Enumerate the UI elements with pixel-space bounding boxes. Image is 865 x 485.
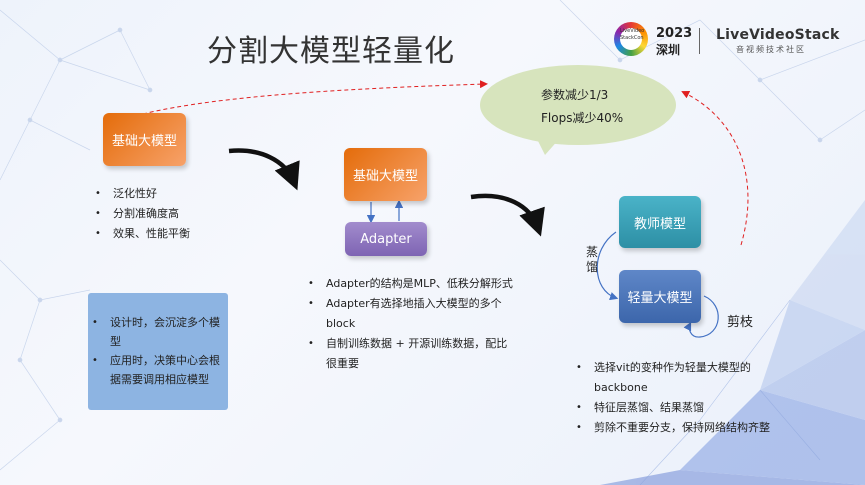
logo-badge-text: LiveVideo StackCon <box>620 28 644 50</box>
logo-divider <box>699 28 700 54</box>
prune-arrow <box>683 295 719 338</box>
flow-arrow-2 <box>470 193 545 237</box>
stage2-bullet: Adapter的结构是MLP、低秩分解形式 <box>304 274 514 294</box>
light-model-box: 轻量大模型 <box>619 270 701 323</box>
cloud-line-2: Flops减少40% <box>541 111 624 125</box>
stage3-bullet: 特征层蒸馏、结果蒸馏 <box>572 398 772 418</box>
dashed-arrow-left <box>142 80 488 115</box>
adapter-box: Adapter <box>345 222 427 256</box>
logo-brand: LiveVideoStack <box>716 27 840 43</box>
stage1-bullet: 泛化性好 <box>91 184 261 204</box>
stage3-bullet: 选择vit的变种作为轻量大模型的backbone <box>572 358 772 398</box>
flow-arrow-1 <box>228 148 300 191</box>
note-bullet: 设计时，会沉淀多个模型 <box>88 313 220 351</box>
stage2-base-model-box: 基础大模型 <box>344 148 427 201</box>
design-note-box: 设计时，会沉淀多个模型 应用时，决策中心会根据需要调用相应模型 <box>88 293 228 410</box>
dashed-arrow-right <box>681 91 749 246</box>
stage3-bullets: 选择vit的变种作为轻量大模型的backbone 特征层蒸馏、结果蒸馏 剪除不重… <box>572 358 772 438</box>
prune-label: 剪枝 <box>727 315 754 330</box>
note-bullets: 设计时，会沉淀多个模型 应用时，决策中心会根据需要调用相应模型 <box>88 293 228 389</box>
logo-subtitle: 音视频技术社区 <box>736 45 806 54</box>
stage1-bullets: 泛化性好 分割准确度高 效果、性能平衡 <box>91 184 261 244</box>
logo-city: 深圳 <box>656 43 681 57</box>
stage3-bullet: 剪除不重要分支，保持网络结构齐整 <box>572 418 772 438</box>
stage1-base-model-box: 基础大模型 <box>103 113 186 166</box>
cloud-callout <box>480 65 676 155</box>
stage2-bullet: 自制训练数据 + 开源训练数据，配比很重要 <box>304 334 514 374</box>
cloud-line-1: 参数减少1/3 <box>541 88 609 102</box>
stage2-bullet: Adapter有选择地插入大模型的多个block <box>304 294 514 334</box>
distill-arrow <box>596 231 619 301</box>
stage1-bullet: 效果、性能平衡 <box>91 224 261 244</box>
teacher-model-box: 教师模型 <box>619 196 701 248</box>
stage2-bullets: Adapter的结构是MLP、低秩分解形式 Adapter有选择地插入大模型的多… <box>304 274 514 374</box>
distill-label: 蒸馏 <box>585 245 598 274</box>
logo-year: 2023 <box>656 26 693 41</box>
note-bullet: 应用时，决策中心会根据需要调用相应模型 <box>88 351 220 389</box>
stage1-bullet: 分割准确度高 <box>91 204 261 224</box>
page-title: 分割大模型轻量化 <box>207 34 455 69</box>
